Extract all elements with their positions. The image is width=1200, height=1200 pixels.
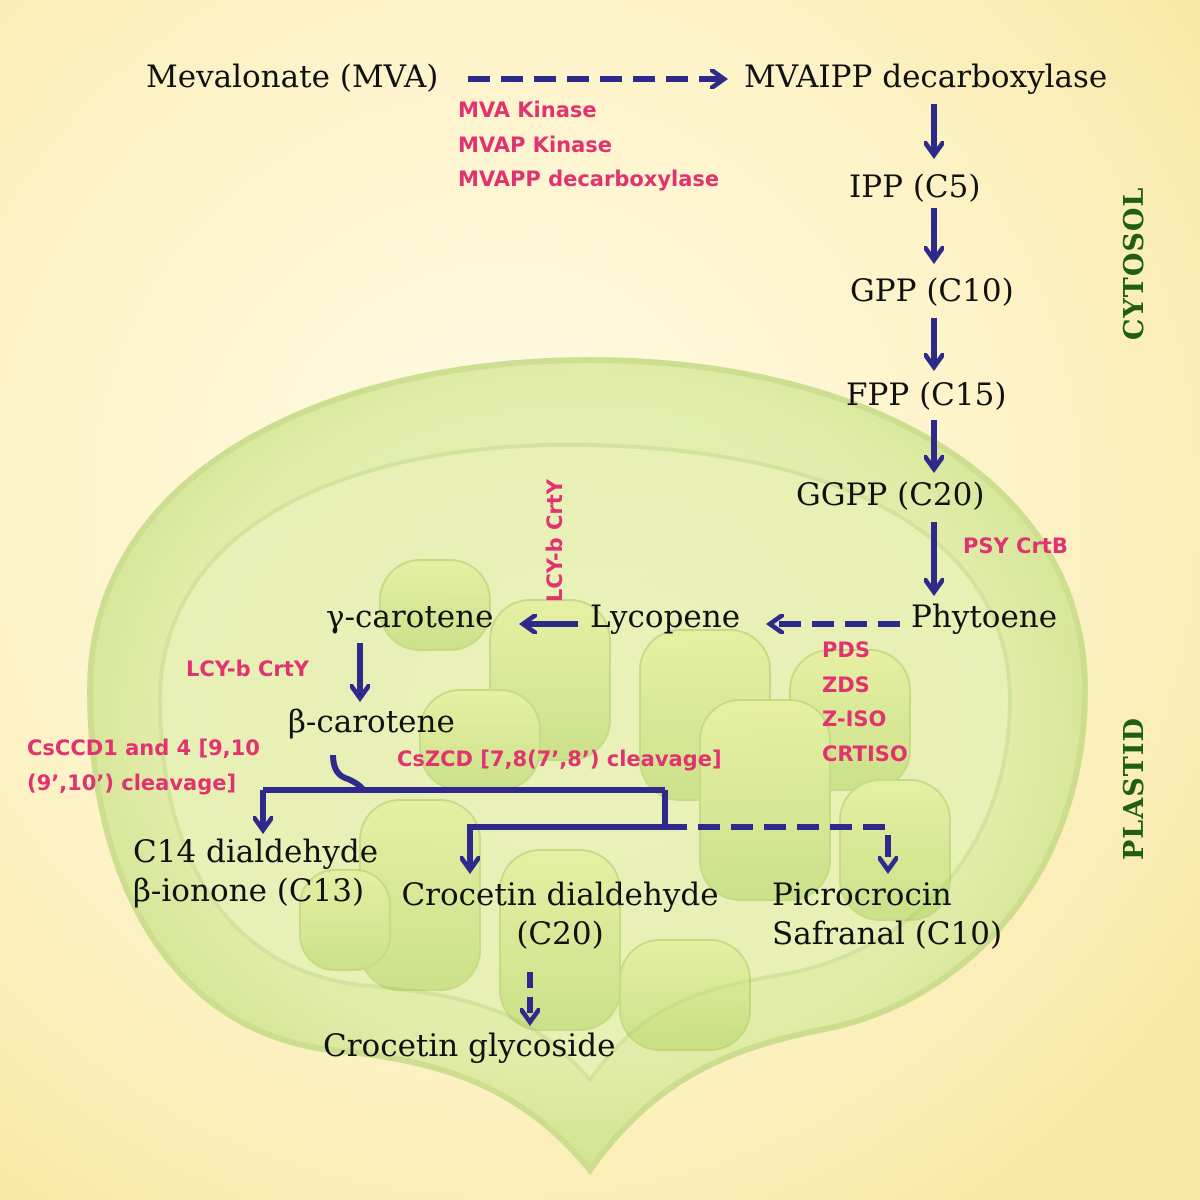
bracket-beta-carotene-split (330, 754, 366, 792)
enzyme-pds: PDS (822, 638, 870, 662)
enzyme-csccd: CsCCD1 and 4 [9,10 (9’,10’) cleavage] (27, 731, 260, 800)
arrow-to-picrocrocin (665, 824, 888, 868)
node-c14-dialdehyde: C14 dialdehyde β-ionone (C13) (133, 833, 378, 911)
c14-line-2: β-ionone (C13) (133, 872, 365, 909)
bracket-cszcd (470, 790, 668, 868)
node-gamma-carotene: γ-carotene (326, 599, 494, 635)
enzymes-desaturation: PDS ZDS Z-ISO CRTISO (822, 633, 908, 772)
label-plastid: PLASTID (1119, 717, 1150, 860)
enzyme-mva-kinase: MVA Kinase (458, 98, 597, 122)
enzyme-lcy-b-vertical: LCY-b CrtY (543, 479, 567, 602)
enzyme-mvap-kinase: MVAP Kinase (458, 132, 613, 157)
node-fpp: FPP (C15) (846, 377, 1007, 413)
node-ipp: IPP (C5) (849, 169, 981, 205)
crocetin-line-1: Crocetin dialdehyde (401, 877, 719, 913)
label-cytosol: CYTOSOL (1119, 186, 1150, 340)
picrocrocin-line-1: Picrocrocin (772, 877, 952, 913)
node-lycopene: Lycopene (590, 599, 741, 635)
node-gpp: GPP (C10) (850, 273, 1014, 309)
enzyme-zds: ZDS (822, 672, 870, 697)
enzyme-csccd-line-2: (9’,10’) cleavage] (27, 770, 237, 795)
node-picrocrocin: Picrocrocin Safranal (C10) (772, 876, 1002, 954)
node-phytoene: Phytoene (911, 599, 1058, 635)
node-crocetin-dialdehyde: Crocetin dialdehyde (C20) (397, 876, 723, 954)
node-crocetin-glycoside: Crocetin glycoside (323, 1028, 616, 1064)
enzyme-cszcd: CsZCD [7,8(7’,8’) cleavage] (397, 747, 722, 771)
enzyme-mvapp-decarboxylase: MVAPP decarboxylase (458, 167, 720, 192)
enzyme-z-iso: Z-ISO (822, 707, 887, 732)
enzymes-mva-step: MVA Kinase MVAP Kinase MVAPP decarboxyla… (458, 93, 719, 197)
c14-line-1: C14 dialdehyde (133, 834, 379, 870)
enzyme-psy-crtb: PSY CrtB (963, 534, 1068, 558)
enzyme-csccd-line-1: CsCCD1 and 4 [9,10 (27, 736, 260, 760)
enzyme-crtiso: CRTISO (822, 741, 908, 766)
node-mvaipp-decarboxylase: MVAIPP decarboxylase (744, 59, 1108, 95)
node-mevalonate: Mevalonate (MVA) (146, 59, 439, 95)
picrocrocin-line-2: Safranal (C10) (772, 915, 1003, 952)
node-ggpp: GGPP (C20) (796, 477, 985, 513)
node-beta-carotene: β-carotene (288, 704, 455, 740)
crocetin-line-2: (C20) (516, 915, 604, 952)
enzyme-lcy-b-horizontal: LCY-b CrtY (186, 657, 309, 681)
